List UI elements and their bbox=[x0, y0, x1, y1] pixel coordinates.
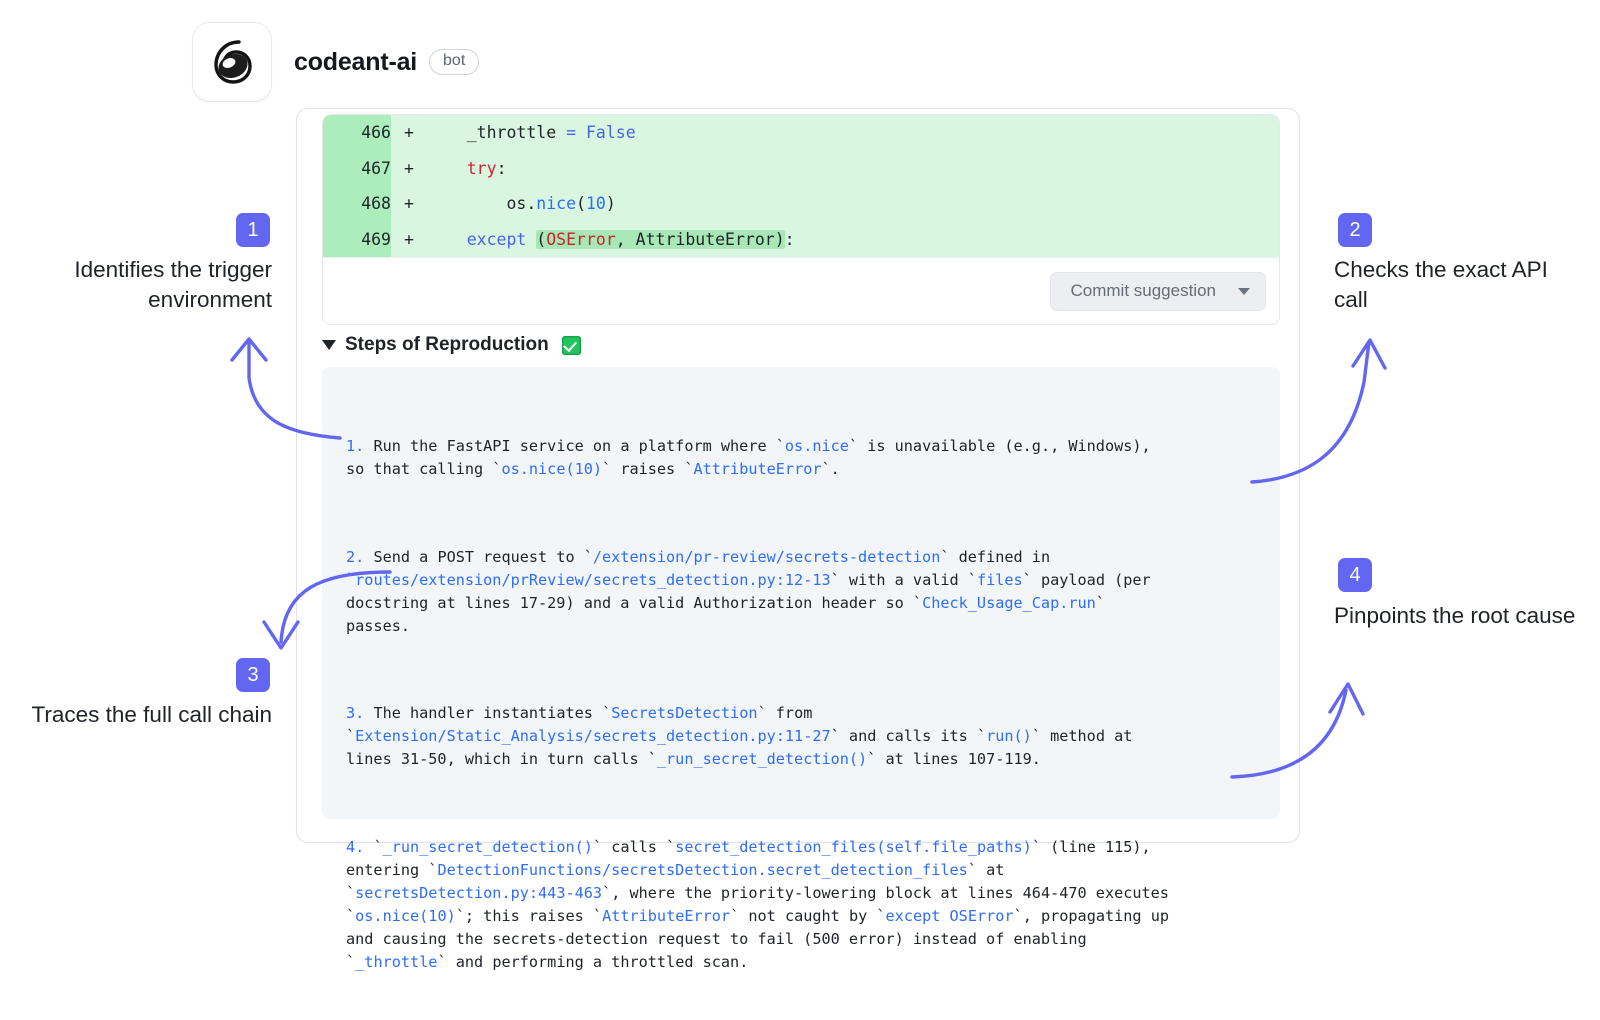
step-paragraph-3: 3. The handler instantiates `SecretsDete… bbox=[346, 704, 1133, 769]
annotation-arrow-2 bbox=[1250, 338, 1387, 484]
commit-suggestion-label: Commit suggestion bbox=[1070, 281, 1216, 300]
annotation-label-4: Pinpoints the root cause bbox=[1334, 603, 1576, 628]
diff-line-number: 467 bbox=[323, 150, 391, 186]
avatar[interactable] bbox=[192, 22, 272, 102]
commit-suggestion-button[interactable]: Commit suggestion bbox=[1050, 271, 1266, 311]
table-row: 467 + try: bbox=[323, 150, 1279, 186]
annotation-badge-1: 1 bbox=[236, 213, 270, 247]
diff-sign: + bbox=[391, 221, 427, 257]
diff-code-line[interactable]: try: bbox=[427, 150, 1279, 186]
codeant-ant-logo-icon bbox=[206, 36, 258, 88]
diff-code-line[interactable]: _throttle = False bbox=[427, 115, 1279, 151]
suggestion-block: 466 + _throttle = False 467 + try: 468 +… bbox=[322, 114, 1280, 325]
diff-sign: + bbox=[391, 150, 427, 186]
annotation-arrow-3 bbox=[262, 570, 392, 650]
table-row: 469 + except (OSError, AttributeError): bbox=[323, 221, 1279, 257]
step-paragraph-2: 2. Send a POST request to `/extension/pr… bbox=[346, 547, 1151, 635]
bot-badge: bot bbox=[429, 49, 480, 75]
diff-table: 466 + _throttle = False 467 + try: 468 +… bbox=[323, 115, 1279, 257]
white-check-mark-icon bbox=[561, 335, 581, 355]
step-paragraph-4: 4. `_run_secret_detection()` calls `secr… bbox=[346, 837, 1169, 972]
review-comment-card: 466 + _throttle = False 467 + try: 468 +… bbox=[296, 108, 1300, 971]
author-name-row: codeant-ai bot bbox=[294, 47, 480, 77]
annotation-label-1: Identifies the trigger environment bbox=[74, 257, 272, 312]
annotation-label-3: Traces the full call chain bbox=[31, 702, 272, 727]
steps-body: 1. Run the FastAPI service on a platform… bbox=[322, 367, 1280, 971]
diff-line-number: 466 bbox=[323, 115, 391, 151]
annotation-badge-3: 3 bbox=[236, 658, 270, 692]
annotation-arrow-4 bbox=[1230, 682, 1365, 779]
page-title: Steps of Reproduction bbox=[345, 334, 549, 355]
table-row: 468 + os.nice(10) bbox=[323, 186, 1279, 222]
chevron-down-icon[interactable] bbox=[1238, 287, 1250, 295]
annotation-arrow-1 bbox=[230, 337, 342, 440]
annotation-badge-4: 4 bbox=[1338, 558, 1372, 592]
caret-down-icon[interactable] bbox=[322, 340, 336, 350]
bot-username[interactable]: codeant-ai bbox=[294, 47, 418, 76]
annotation-badge-2: 2 bbox=[1338, 213, 1372, 247]
diff-line-number: 468 bbox=[323, 186, 391, 222]
diff-line-number: 469 bbox=[323, 221, 391, 257]
diff-sign: + bbox=[391, 186, 427, 222]
step-paragraph-1: 1. Run the FastAPI service on a platform… bbox=[346, 437, 1151, 479]
suggestion-footer: Commit suggestion bbox=[323, 257, 1279, 324]
comment-author-header: codeant-ai bot bbox=[192, 22, 480, 102]
annotation-label-2: Checks the exact API call bbox=[1334, 257, 1548, 312]
diff-sign: + bbox=[391, 115, 427, 151]
diff-code-line[interactable]: except (OSError, AttributeError): bbox=[427, 221, 1279, 257]
steps-of-reproduction-header[interactable]: Steps of Reproduction bbox=[322, 334, 581, 356]
diff-code-line[interactable]: os.nice(10) bbox=[427, 186, 1279, 222]
table-row: 466 + _throttle = False bbox=[323, 115, 1279, 151]
